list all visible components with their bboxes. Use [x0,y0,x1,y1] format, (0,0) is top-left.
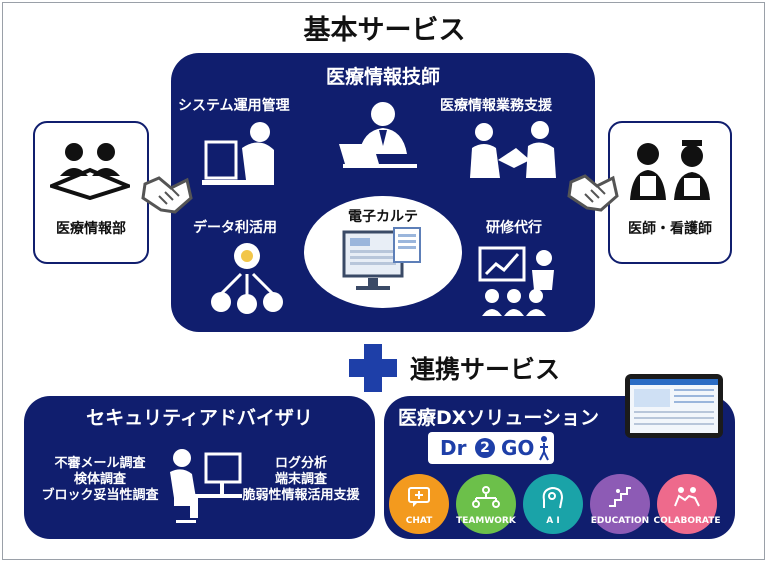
page-title: 基本サービス [303,15,466,46]
logo-text-num: 2 [475,438,495,458]
analyst-desk-icon [162,448,244,530]
data-analytics-icon [207,238,287,316]
right-staff-label: 医師・看護師 [628,221,712,237]
security-title: セキュリティアドバイザリ [86,407,313,429]
dx-title: 医療DXソリューション [398,407,600,429]
logo-text-dr: Dr [440,436,467,460]
tablet-device [625,374,723,438]
app-label: CHAT [405,516,433,526]
core-title: 医療情報技師 [325,66,440,88]
support-label: 医療情報業務支援 [440,98,552,114]
security-panel [24,396,375,539]
app-ai: A I [523,474,583,534]
app-label: EDUCATION [590,516,650,526]
collaboration-icon [673,486,701,508]
system-label: システム運用管理 [178,98,290,114]
app-label: COLABORATE [653,516,721,526]
list-item: ログ分析 [274,456,327,471]
businessman-icon [335,98,425,173]
security-right-list: ログ分析 端末調査 脆弱性情報活用支援 [230,456,372,504]
stairs-icon [607,486,633,508]
chat-icon [407,486,431,508]
connection-services-label: 連携サービス [410,355,561,384]
left-dept-box [33,121,149,264]
meeting-icon [470,118,562,193]
security-left-list: 不審メール調査 検体調査 ブロック妥当性調査 [30,456,170,504]
handshake-icon [567,168,619,216]
tablet-screen [630,379,718,433]
ai-head-icon [540,486,566,510]
training-icon [478,244,568,318]
list-item: 端末調査 [274,472,327,487]
handshake-icon [141,170,193,218]
logo-text-go: GO [501,436,535,460]
training-label: 研修代行 [486,220,542,236]
app-label: TEAMWORK [456,516,516,526]
team-icon [472,486,500,508]
list-item: 脆弱性情報活用支援 [242,488,360,503]
emr-label: 電子カルテ [348,209,418,225]
emr-monitor-icon [342,226,426,296]
app-colaborate: COLABORATE [654,474,720,534]
dr2go-logo: Dr 2 GO [428,432,554,464]
staff-group-icon [50,140,130,200]
app-education: EDUCATION [590,474,650,534]
list-item: 検体調査 [73,472,126,487]
data-label: データ利活用 [193,220,277,236]
list-item: ブロック妥当性調査 [41,488,159,503]
app-chat: CHAT [389,474,449,534]
app-label: A I [546,516,560,526]
plus-icon [349,344,397,392]
app-teamwork: TEAMWORK [456,474,516,534]
doctor-nurse-icon [622,136,718,202]
list-item: 不審メール調査 [54,456,146,471]
operator-icon [200,118,280,193]
left-dept-label: 医療情報部 [56,221,126,237]
walking-person-icon [538,435,550,461]
